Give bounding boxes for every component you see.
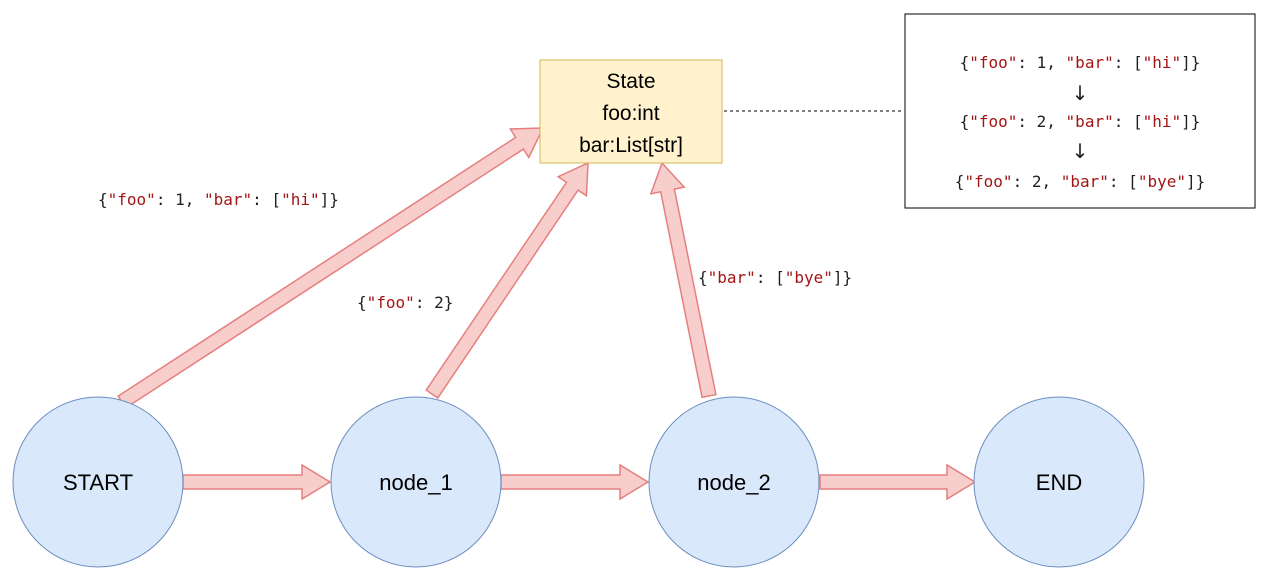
graph-nodes: START node_1 node_2 END — [12, 396, 1145, 568]
history-down-arrow-2: ↓ — [1072, 139, 1089, 163]
history-down-arrow-1: ↓ — [1072, 81, 1089, 105]
history-line-2: {"foo": 2, "bar": ["hi"]} — [960, 112, 1201, 131]
edge-label-node2-update: {"bar": ["bye"]} — [698, 268, 852, 287]
node-end-label: END — [1036, 470, 1082, 495]
state-box-frame — [539, 59, 723, 164]
arrows — [117, 127, 977, 501]
arrow-start-to-node1 — [182, 463, 332, 501]
state-history-frame — [904, 13, 1256, 209]
arrow-node1-to-node2 — [500, 463, 650, 501]
node-node-1-label: node_1 — [379, 470, 452, 495]
edge-label-node1-update: {"foo": 2} — [357, 293, 453, 312]
history-line-3: {"foo": 2, "bar": ["bye"]} — [955, 172, 1206, 191]
state-history-box: {"foo": 1, "bar": ["hi"]} ↓ {"foo": 2, "… — [904, 13, 1256, 209]
state-field-foo: foo:int — [602, 102, 659, 125]
arrow-node2-to-end — [819, 463, 977, 501]
node-start-label: START — [63, 470, 133, 495]
state-field-bar: bar:List[str] — [579, 134, 683, 157]
node-node-2 — [648, 396, 820, 568]
state-box: State foo:int bar:List[str] — [539, 59, 723, 164]
node-start — [12, 396, 184, 568]
arrow-start-to-state — [117, 127, 545, 409]
state-title: State — [606, 70, 655, 93]
history-line-1: {"foo": 1, "bar": ["hi"]} — [960, 53, 1201, 72]
arrow-node1-to-state — [425, 161, 589, 399]
edge-label-start-update: {"foo": 1, "bar": ["hi"]} — [98, 190, 339, 209]
arrow-node2-to-state — [649, 161, 717, 399]
node-node-1 — [330, 396, 502, 568]
node-node-2-label: node_2 — [697, 470, 770, 495]
node-end — [973, 396, 1145, 568]
